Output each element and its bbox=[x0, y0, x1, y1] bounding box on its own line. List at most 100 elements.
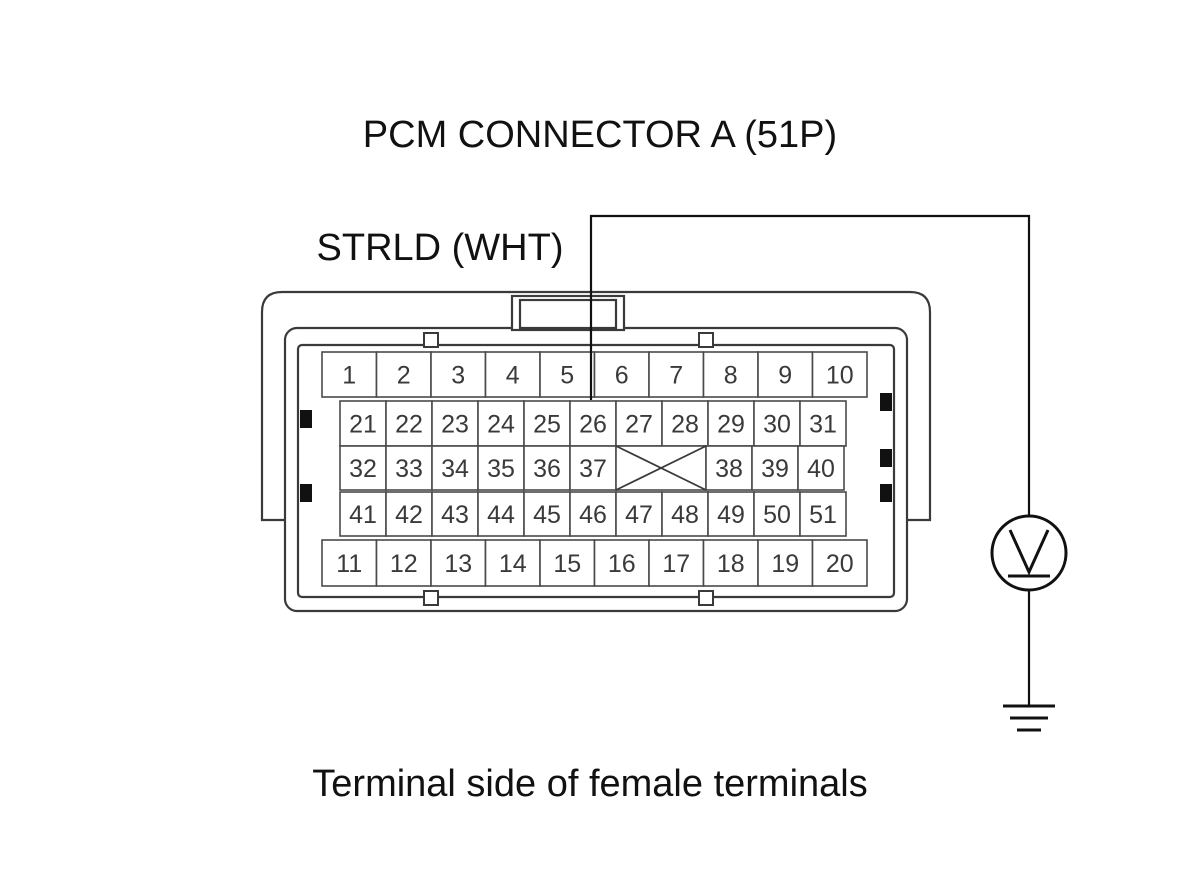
terminal-13-label: 13 bbox=[444, 550, 472, 578]
terminal-37-label: 37 bbox=[579, 455, 607, 483]
terminal-4-label: 4 bbox=[506, 362, 520, 390]
terminal-cell bbox=[757, 539, 814, 587]
terminal-16-label: 16 bbox=[608, 550, 636, 578]
probe-wire bbox=[589, 214, 1031, 517]
terminal-cell bbox=[751, 445, 799, 491]
terminal-22-label: 22 bbox=[395, 411, 423, 439]
terminal-cell bbox=[477, 445, 525, 491]
terminal-45-label: 45 bbox=[533, 501, 561, 529]
terminal-cell bbox=[539, 539, 596, 587]
terminal-17-label: 17 bbox=[662, 550, 690, 578]
terminal-26-label: 26 bbox=[579, 411, 607, 439]
terminal-29-label: 29 bbox=[717, 411, 745, 439]
terminal-cell bbox=[799, 491, 847, 537]
terminal-cell bbox=[811, 351, 868, 398]
terminal-cell bbox=[431, 400, 479, 447]
terminal-43-label: 43 bbox=[441, 501, 469, 529]
terminal-25-label: 25 bbox=[533, 411, 561, 439]
terminal-38-label: 38 bbox=[715, 455, 743, 483]
terminal-28-label: 28 bbox=[671, 411, 699, 439]
terminal-14-label: 14 bbox=[499, 550, 527, 578]
terminal-51-label: 51 bbox=[809, 501, 837, 529]
ground-icon bbox=[1003, 704, 1055, 732]
terminal-33-label: 33 bbox=[395, 455, 423, 483]
diagram-title: PCM CONNECTOR A (51P) bbox=[363, 114, 837, 156]
terminal-35-label: 35 bbox=[487, 455, 515, 483]
terminal-cell bbox=[484, 539, 541, 587]
terminal-cell bbox=[375, 539, 432, 587]
wire-label: STRLD (WHT) bbox=[317, 227, 564, 269]
terminal-cell bbox=[661, 400, 709, 447]
empty-cavity-marker bbox=[615, 445, 707, 491]
terminal-cell bbox=[593, 351, 650, 398]
terminal-cell bbox=[593, 539, 650, 587]
terminal-cell bbox=[702, 351, 759, 398]
terminal-44-label: 44 bbox=[487, 501, 515, 529]
terminal-cell bbox=[339, 445, 387, 491]
terminal-cell bbox=[523, 400, 571, 447]
terminal-cell bbox=[523, 491, 571, 537]
terminal-12-label: 12 bbox=[390, 550, 418, 578]
terminal-49-label: 49 bbox=[717, 501, 745, 529]
terminal-46-label: 46 bbox=[579, 501, 607, 529]
terminal-19-label: 19 bbox=[771, 550, 799, 578]
terminal-cell bbox=[431, 445, 479, 491]
terminal-20-label: 20 bbox=[826, 550, 854, 578]
terminal-cell bbox=[569, 445, 617, 491]
terminal-cell bbox=[569, 491, 617, 537]
terminal-50-label: 50 bbox=[763, 501, 791, 529]
terminal-18-label: 18 bbox=[717, 550, 745, 578]
terminal-cell bbox=[385, 445, 433, 491]
terminal-24-label: 24 bbox=[487, 411, 515, 439]
terminal-3-label: 3 bbox=[451, 362, 465, 390]
terminal-cell bbox=[477, 400, 525, 447]
terminal-47-label: 47 bbox=[625, 501, 653, 529]
terminal-15-label: 15 bbox=[553, 550, 581, 578]
terminal-cell bbox=[797, 445, 845, 491]
terminal-40-label: 40 bbox=[807, 455, 835, 483]
terminal-cell bbox=[757, 351, 814, 398]
terminal-27-label: 27 bbox=[625, 411, 653, 439]
terminal-31-label: 31 bbox=[809, 411, 837, 439]
terminal-6-label: 6 bbox=[615, 362, 629, 390]
terminal-36-label: 36 bbox=[533, 455, 561, 483]
terminal-34-label: 34 bbox=[441, 455, 469, 483]
terminal-48-label: 48 bbox=[671, 501, 699, 529]
terminal-39-label: 39 bbox=[761, 455, 789, 483]
terminal-30-label: 30 bbox=[763, 411, 791, 439]
terminal-42-label: 42 bbox=[395, 501, 423, 529]
terminal-11-label: 11 bbox=[336, 550, 362, 578]
terminal-cell bbox=[430, 351, 487, 398]
terminal-cell bbox=[321, 351, 378, 398]
terminal-23-label: 23 bbox=[441, 411, 469, 439]
terminal-5-label: 5 bbox=[560, 362, 574, 390]
terminal-1-label: 1 bbox=[342, 362, 356, 390]
terminal-cell bbox=[385, 491, 433, 537]
terminal-2-label: 2 bbox=[397, 362, 411, 390]
terminal-32-label: 32 bbox=[349, 455, 377, 483]
terminal-cell bbox=[615, 491, 663, 537]
terminal-cell bbox=[484, 351, 541, 398]
terminal-cell bbox=[707, 400, 755, 447]
terminal-cell bbox=[648, 539, 705, 587]
terminal-cell bbox=[811, 539, 868, 587]
footer-caption: Terminal side of female terminals bbox=[312, 763, 867, 805]
terminal-cell bbox=[799, 400, 847, 447]
terminal-cell bbox=[375, 351, 432, 398]
terminal-9-label: 9 bbox=[778, 362, 792, 390]
terminal-cell bbox=[569, 400, 617, 447]
terminal-cell bbox=[648, 351, 705, 398]
terminal-cell bbox=[707, 491, 755, 537]
terminal-cell bbox=[430, 539, 487, 587]
terminal-cell bbox=[702, 539, 759, 587]
terminal-21-label: 21 bbox=[349, 411, 377, 439]
terminal-10-label: 10 bbox=[826, 362, 854, 390]
terminal-cell bbox=[339, 491, 387, 537]
terminal-41-label: 41 bbox=[349, 501, 377, 529]
voltmeter-icon bbox=[990, 514, 1068, 592]
terminal-8-label: 8 bbox=[724, 362, 738, 390]
terminal-7-label: 7 bbox=[669, 362, 683, 390]
terminal-cell bbox=[385, 400, 433, 447]
